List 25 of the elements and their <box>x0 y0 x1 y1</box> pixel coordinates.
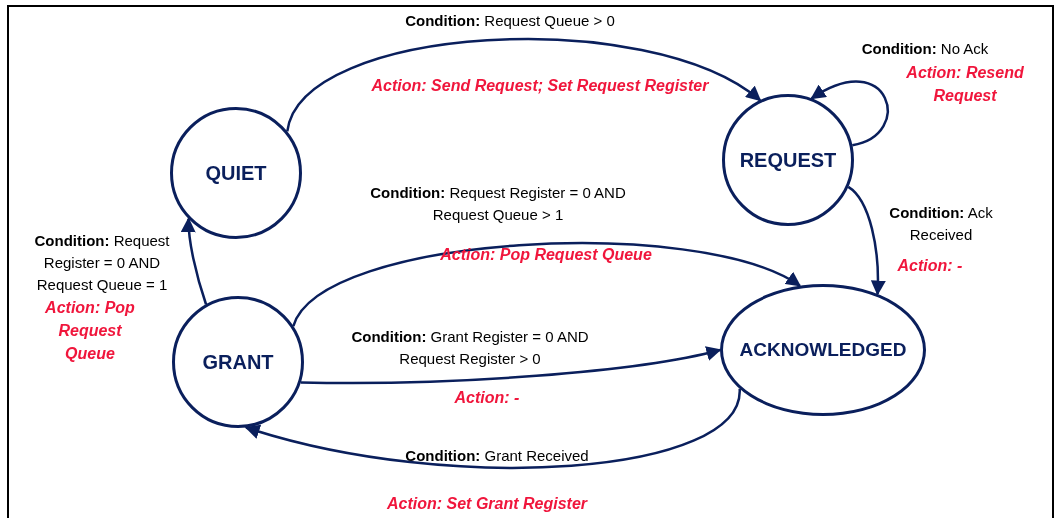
condition-label: Condition: Grant Register = 0 AND Request Register > 0 <box>350 327 590 369</box>
action-label: Action: - <box>453 388 521 408</box>
condition-label: Condition: Request Register = 0 AND Request Queue = 1 <box>33 231 171 295</box>
transition-arrow <box>847 185 886 296</box>
condition-label: Condition: Request Register = 0 AND Request Queue > 1 <box>369 183 627 225</box>
action-label: Action: Pop Request Queue <box>44 298 136 364</box>
transition-arrow <box>292 241 802 327</box>
transition-arrow <box>181 217 208 305</box>
transition-arrow <box>300 345 722 385</box>
transition-arrow <box>244 388 741 470</box>
condition-label: Condition: Request Queue > 0 <box>404 11 616 31</box>
self-loop-arrow <box>810 80 889 147</box>
state-name: REQUEST <box>739 148 837 172</box>
action-label: Action: Resend Request <box>905 63 1025 106</box>
condition-label: Condition: Ack Received <box>888 203 994 245</box>
condition-label: Condition: No Ack <box>860 39 990 59</box>
state-name: ACKNOWLEDGED <box>739 339 907 361</box>
state-name: QUIET <box>205 161 267 185</box>
transition-arrow <box>286 37 762 132</box>
action-label: Action: Pop Request Queue <box>439 245 653 265</box>
condition-label: Condition: Grant Received <box>404 446 590 466</box>
action-label: Action: - <box>896 256 964 276</box>
action-label: Action: Send Request; Set Request Register <box>370 76 710 96</box>
state-name: GRANT <box>202 350 274 374</box>
action-label: Action: Set Grant Register <box>386 494 589 514</box>
